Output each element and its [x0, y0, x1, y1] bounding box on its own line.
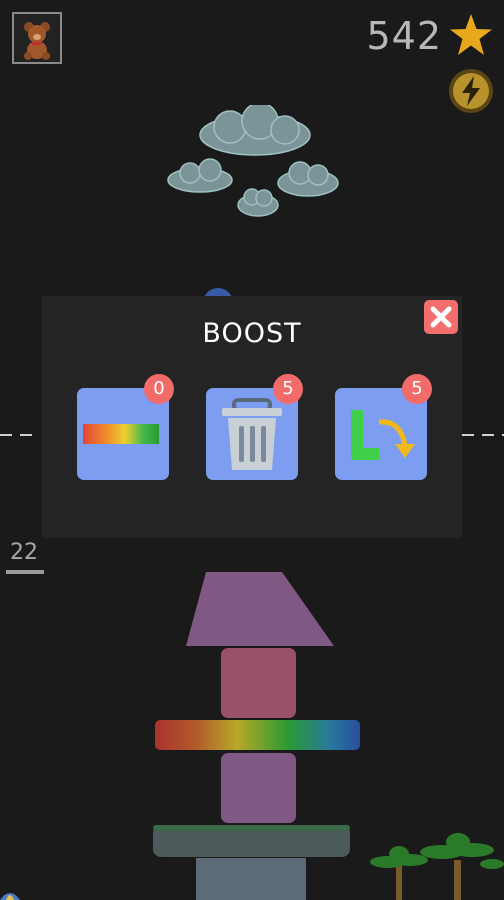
- beach-umbrella-decoration: [0, 893, 20, 900]
- boost-count-badge: 0: [144, 374, 174, 404]
- lightning-boost-button[interactable]: [448, 68, 494, 114]
- boost-count-badge: 5: [402, 374, 432, 404]
- palm-tree-decoration: [370, 833, 504, 900]
- teddy-bear-icon: [24, 22, 50, 60]
- square-block-purple: [221, 753, 296, 823]
- rainbow-block: [155, 720, 360, 750]
- base-platform: [153, 825, 350, 857]
- cloud-decoration: [167, 105, 339, 217]
- dialog-title: BOOST: [202, 318, 302, 349]
- height-marker-label: 22: [10, 540, 38, 565]
- trapezoid-block: [186, 572, 334, 646]
- rainbow-block-icon: [83, 424, 159, 444]
- height-line-right: [462, 434, 504, 436]
- height-marker-line: [6, 570, 44, 574]
- square-block: [221, 648, 296, 718]
- close-button[interactable]: [424, 300, 458, 334]
- lightning-icon: [462, 76, 480, 106]
- base-pillar: [196, 858, 306, 900]
- height-line-left: [0, 434, 40, 436]
- score-counter: 542: [366, 14, 442, 58]
- rotate-icon: [351, 410, 415, 460]
- trash-icon: [222, 398, 282, 470]
- block-tower: [153, 572, 360, 900]
- boost-count-badge: 5: [273, 374, 303, 404]
- star-icon: [450, 14, 492, 55]
- close-icon: [430, 306, 452, 328]
- teddy-bear-avatar-button[interactable]: [12, 12, 62, 64]
